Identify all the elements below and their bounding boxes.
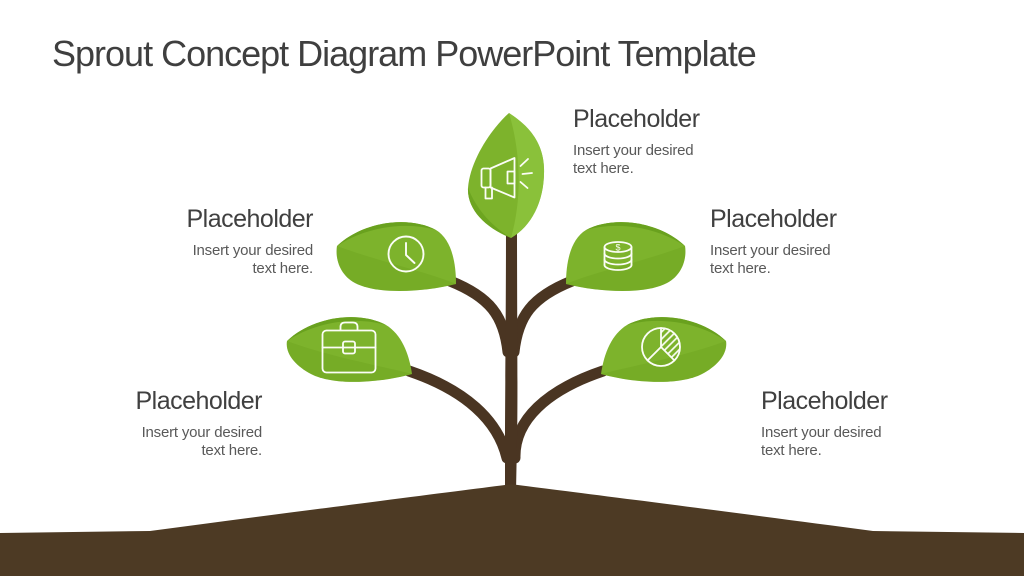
trunk — [505, 216, 518, 492]
placeholder-body-line: text here. — [252, 260, 313, 277]
placeholder-heading: Placeholder — [573, 105, 700, 133]
placeholder-body-line: Insert your desired — [573, 142, 694, 159]
leaf-mid-right: $ — [566, 222, 686, 292]
placeholder-block-mid-right: Placeholder Insert your desired text her… — [710, 204, 885, 278]
placeholder-body-line: Insert your desired — [710, 242, 831, 259]
placeholder-block-bottom-left: Placeholder Insert your desired text her… — [100, 386, 262, 460]
placeholder-block-top: Placeholder Insert your desired text her… — [573, 104, 748, 178]
placeholder-body-line: text here. — [201, 442, 262, 459]
placeholder-heading: Placeholder — [186, 205, 313, 233]
placeholder-heading: Placeholder — [135, 387, 262, 415]
leaf-top — [467, 113, 545, 238]
placeholder-body-line: text here. — [710, 260, 771, 277]
placeholder-body-line: Insert your desired — [141, 424, 263, 441]
briefcase-icon — [321, 321, 377, 374]
branch-lower-left — [403, 365, 513, 464]
svg-text:$: $ — [615, 243, 620, 253]
pie-chart-icon — [641, 327, 681, 367]
soil-mound — [0, 484, 1024, 576]
placeholder-heading: Placeholder — [710, 205, 837, 233]
slide-title: Sprout Concept Diagram PowerPoint Templa… — [52, 33, 757, 74]
leaf-bottom-right — [601, 317, 727, 382]
coins-icon: $ — [603, 241, 633, 271]
branch-upper-right — [508, 275, 578, 358]
placeholder-block-bottom-right: Placeholder Insert your desired text her… — [761, 386, 936, 460]
leaf-bottom-left — [286, 317, 412, 382]
placeholder-body-line: Insert your desired — [192, 242, 314, 259]
branch-upper-left — [444, 275, 514, 358]
placeholder-body-line: Insert your desired — [761, 424, 882, 441]
branch-lower-right — [509, 365, 609, 464]
placeholder-block-mid-left: Placeholder Insert your desired text her… — [150, 204, 313, 278]
leaf-mid-left — [336, 222, 456, 292]
clock-icon — [387, 235, 425, 273]
placeholder-body-line: text here. — [573, 160, 634, 177]
placeholder-heading: Placeholder — [761, 387, 888, 415]
megaphone-icon — [480, 157, 533, 200]
placeholder-body-line: text here. — [761, 442, 822, 459]
